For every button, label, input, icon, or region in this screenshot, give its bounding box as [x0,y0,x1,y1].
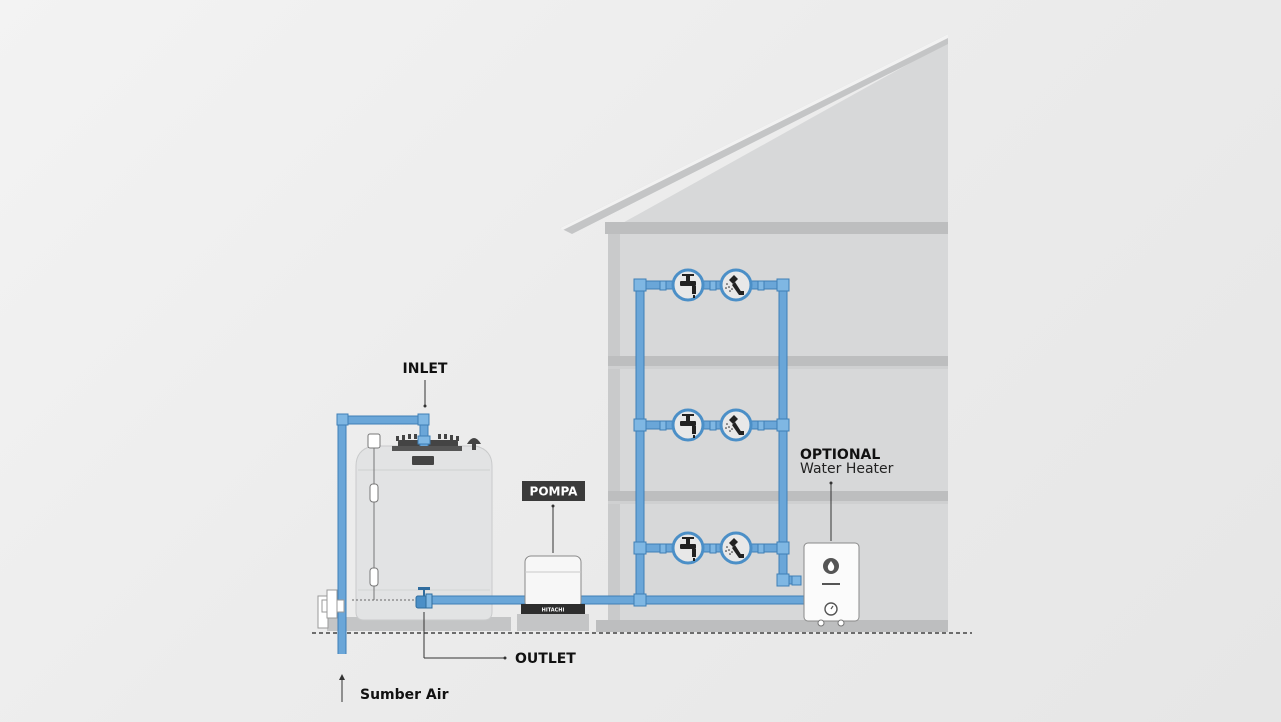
shower-icon [719,268,753,302]
pump-brand: HITACHI [542,608,565,614]
house [560,34,948,632]
shower-icon [719,408,753,442]
water-heater [803,542,860,627]
source-label: Sumber Air [360,687,449,703]
inlet-callout: INLET [403,361,448,408]
heater-callout: OPTIONAL Water Heater [800,447,894,541]
pump-callout: POMPA [522,481,585,553]
water-drop-icon [827,561,835,571]
outlet-callout: OUTLET [423,612,576,667]
outlet-valve [415,587,433,609]
optional-label: OPTIONAL [800,447,880,463]
pump-base [517,614,589,631]
faucet-icon [671,268,705,302]
inlet-label: INLET [403,361,448,377]
pump-label: POMPA [530,485,579,499]
pipe-fittings [336,278,802,607]
source-fitting [317,589,345,629]
water-tank [352,433,493,621]
outlet-label: OUTLET [515,651,576,667]
heater-label: Water Heater [800,461,894,477]
pump: HITACHI [521,555,585,614]
faucet-icon [671,531,705,565]
faucet-icon [671,408,705,442]
shower-icon [719,531,753,565]
source-callout: Sumber Air [339,674,449,703]
